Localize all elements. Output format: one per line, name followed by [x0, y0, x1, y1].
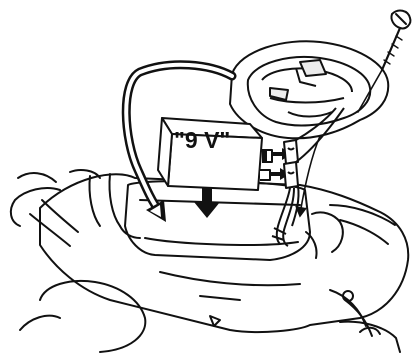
down-arrow-icon	[194, 188, 220, 218]
battery-cover	[230, 41, 388, 138]
battery-9v: "9 V"	[158, 118, 272, 190]
battery-label: "9 V"	[174, 127, 230, 153]
